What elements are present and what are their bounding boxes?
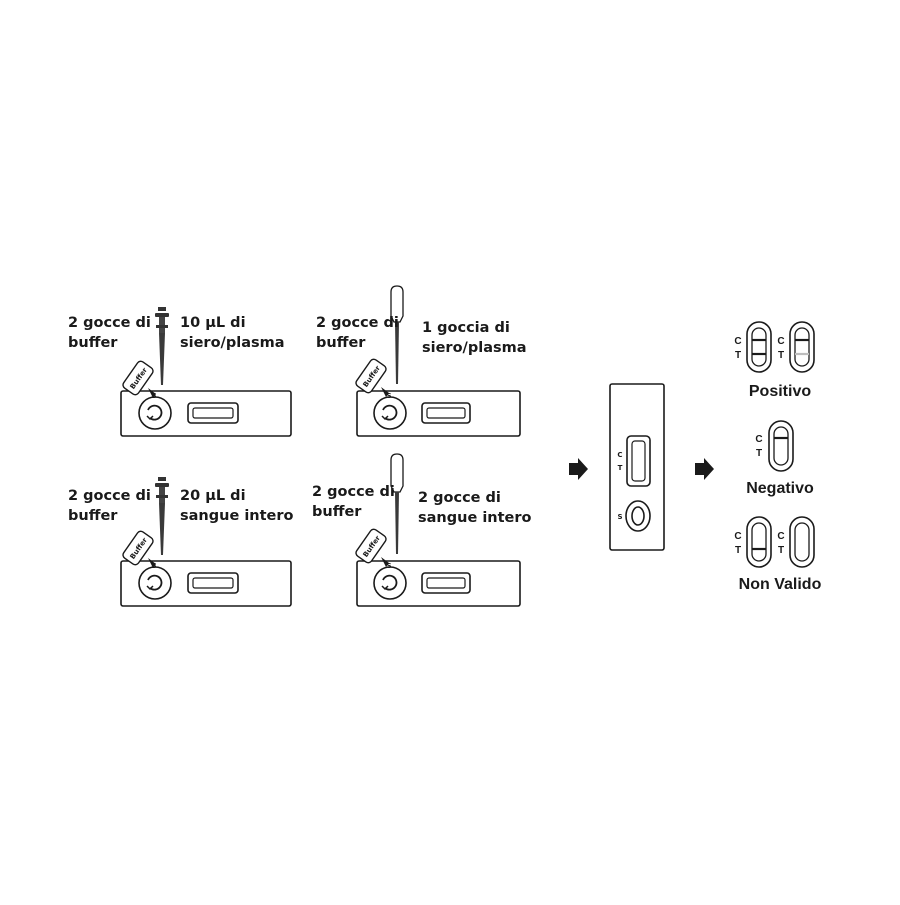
micropipette-icon xyxy=(155,307,169,385)
dropper-icon xyxy=(390,285,404,384)
buffer-bottle-icon: Buffer xyxy=(355,528,389,567)
label-line: buffer xyxy=(316,335,366,351)
label-line: 2 gocce di xyxy=(68,488,151,504)
result-invalid-label: Non Valido xyxy=(738,576,822,593)
step-4-buffer-label: 2 gocce di buffer xyxy=(312,482,395,522)
buffer-bottle-icon: Buffer xyxy=(355,358,389,397)
test-line-mark: T xyxy=(778,350,784,361)
arrow-right-icon xyxy=(695,458,714,480)
label-line: siero/plasma xyxy=(180,335,285,351)
cassette-2 xyxy=(356,390,521,437)
result-negative-label: Negativo xyxy=(746,480,814,497)
test-line-mark: T xyxy=(735,545,741,556)
micropipette-icon xyxy=(155,477,169,555)
cassette-4 xyxy=(356,560,521,607)
arrow-right-icon xyxy=(569,458,588,480)
result-invalid-b: C T xyxy=(777,516,815,568)
sample-well-mark: S xyxy=(151,392,156,400)
result-positive-b: C T xyxy=(777,321,815,373)
label-line: 2 gocce di xyxy=(316,315,399,331)
label-line: siero/plasma xyxy=(422,340,527,356)
label-line: 20 µL di xyxy=(180,488,246,504)
label-line: sangue intero xyxy=(180,508,294,524)
control-line-mark: C xyxy=(755,434,762,445)
sample-well-mark: S xyxy=(386,562,391,570)
control-line-mark: C xyxy=(777,531,784,542)
step-2-buffer-label: 2 gocce di buffer xyxy=(316,313,399,353)
label-line: 10 µL di xyxy=(180,315,246,331)
result-negative: C T xyxy=(755,420,794,472)
result-positive-label: Positivo xyxy=(748,383,812,400)
cassette-3 xyxy=(120,560,292,607)
step-4-sample-label: 2 gocce di sangue intero xyxy=(418,488,532,528)
label-line: 2 gocce di xyxy=(68,315,151,331)
result-invalid-a: C T xyxy=(734,516,772,568)
label-line: buffer xyxy=(312,504,362,520)
test-line-mark: T xyxy=(756,448,762,459)
label-line: 2 gocce di xyxy=(418,490,501,506)
dropper-icon xyxy=(390,453,404,554)
buffer-bottle-icon: Buffer xyxy=(122,530,156,568)
step-1-buffer-label: 2 gocce di buffer xyxy=(68,313,151,353)
result-positive-a: C T xyxy=(734,321,772,373)
label-line: 2 gocce di xyxy=(312,484,395,500)
vertical-cassette: C T S xyxy=(609,383,665,551)
control-line-mark: C xyxy=(777,336,784,347)
step-3-sample-label: 20 µL di sangue intero xyxy=(180,486,294,526)
buffer-bottle-icon: Buffer xyxy=(122,360,156,398)
test-line-mark: T xyxy=(778,545,784,556)
test-line-mark: T xyxy=(618,464,623,472)
test-line-mark: T xyxy=(735,350,741,361)
step-3-buffer-label: 2 gocce di buffer xyxy=(68,486,151,526)
label-line: sangue intero xyxy=(418,510,532,526)
label-line: 1 goccia di xyxy=(422,320,510,336)
step-2-sample-label: 1 goccia di siero/plasma xyxy=(422,318,527,358)
control-line-mark: C xyxy=(734,531,741,542)
step-1-sample-label: 10 µL di siero/plasma xyxy=(180,313,285,353)
cassette-1 xyxy=(120,390,292,437)
sample-well-mark: S xyxy=(151,562,156,570)
sample-well-mark: S xyxy=(617,513,622,521)
label-line: buffer xyxy=(68,335,118,351)
control-line-mark: C xyxy=(617,451,622,459)
control-line-mark: C xyxy=(734,336,741,347)
label-line: buffer xyxy=(68,508,118,524)
sample-well-mark: S xyxy=(386,392,391,400)
